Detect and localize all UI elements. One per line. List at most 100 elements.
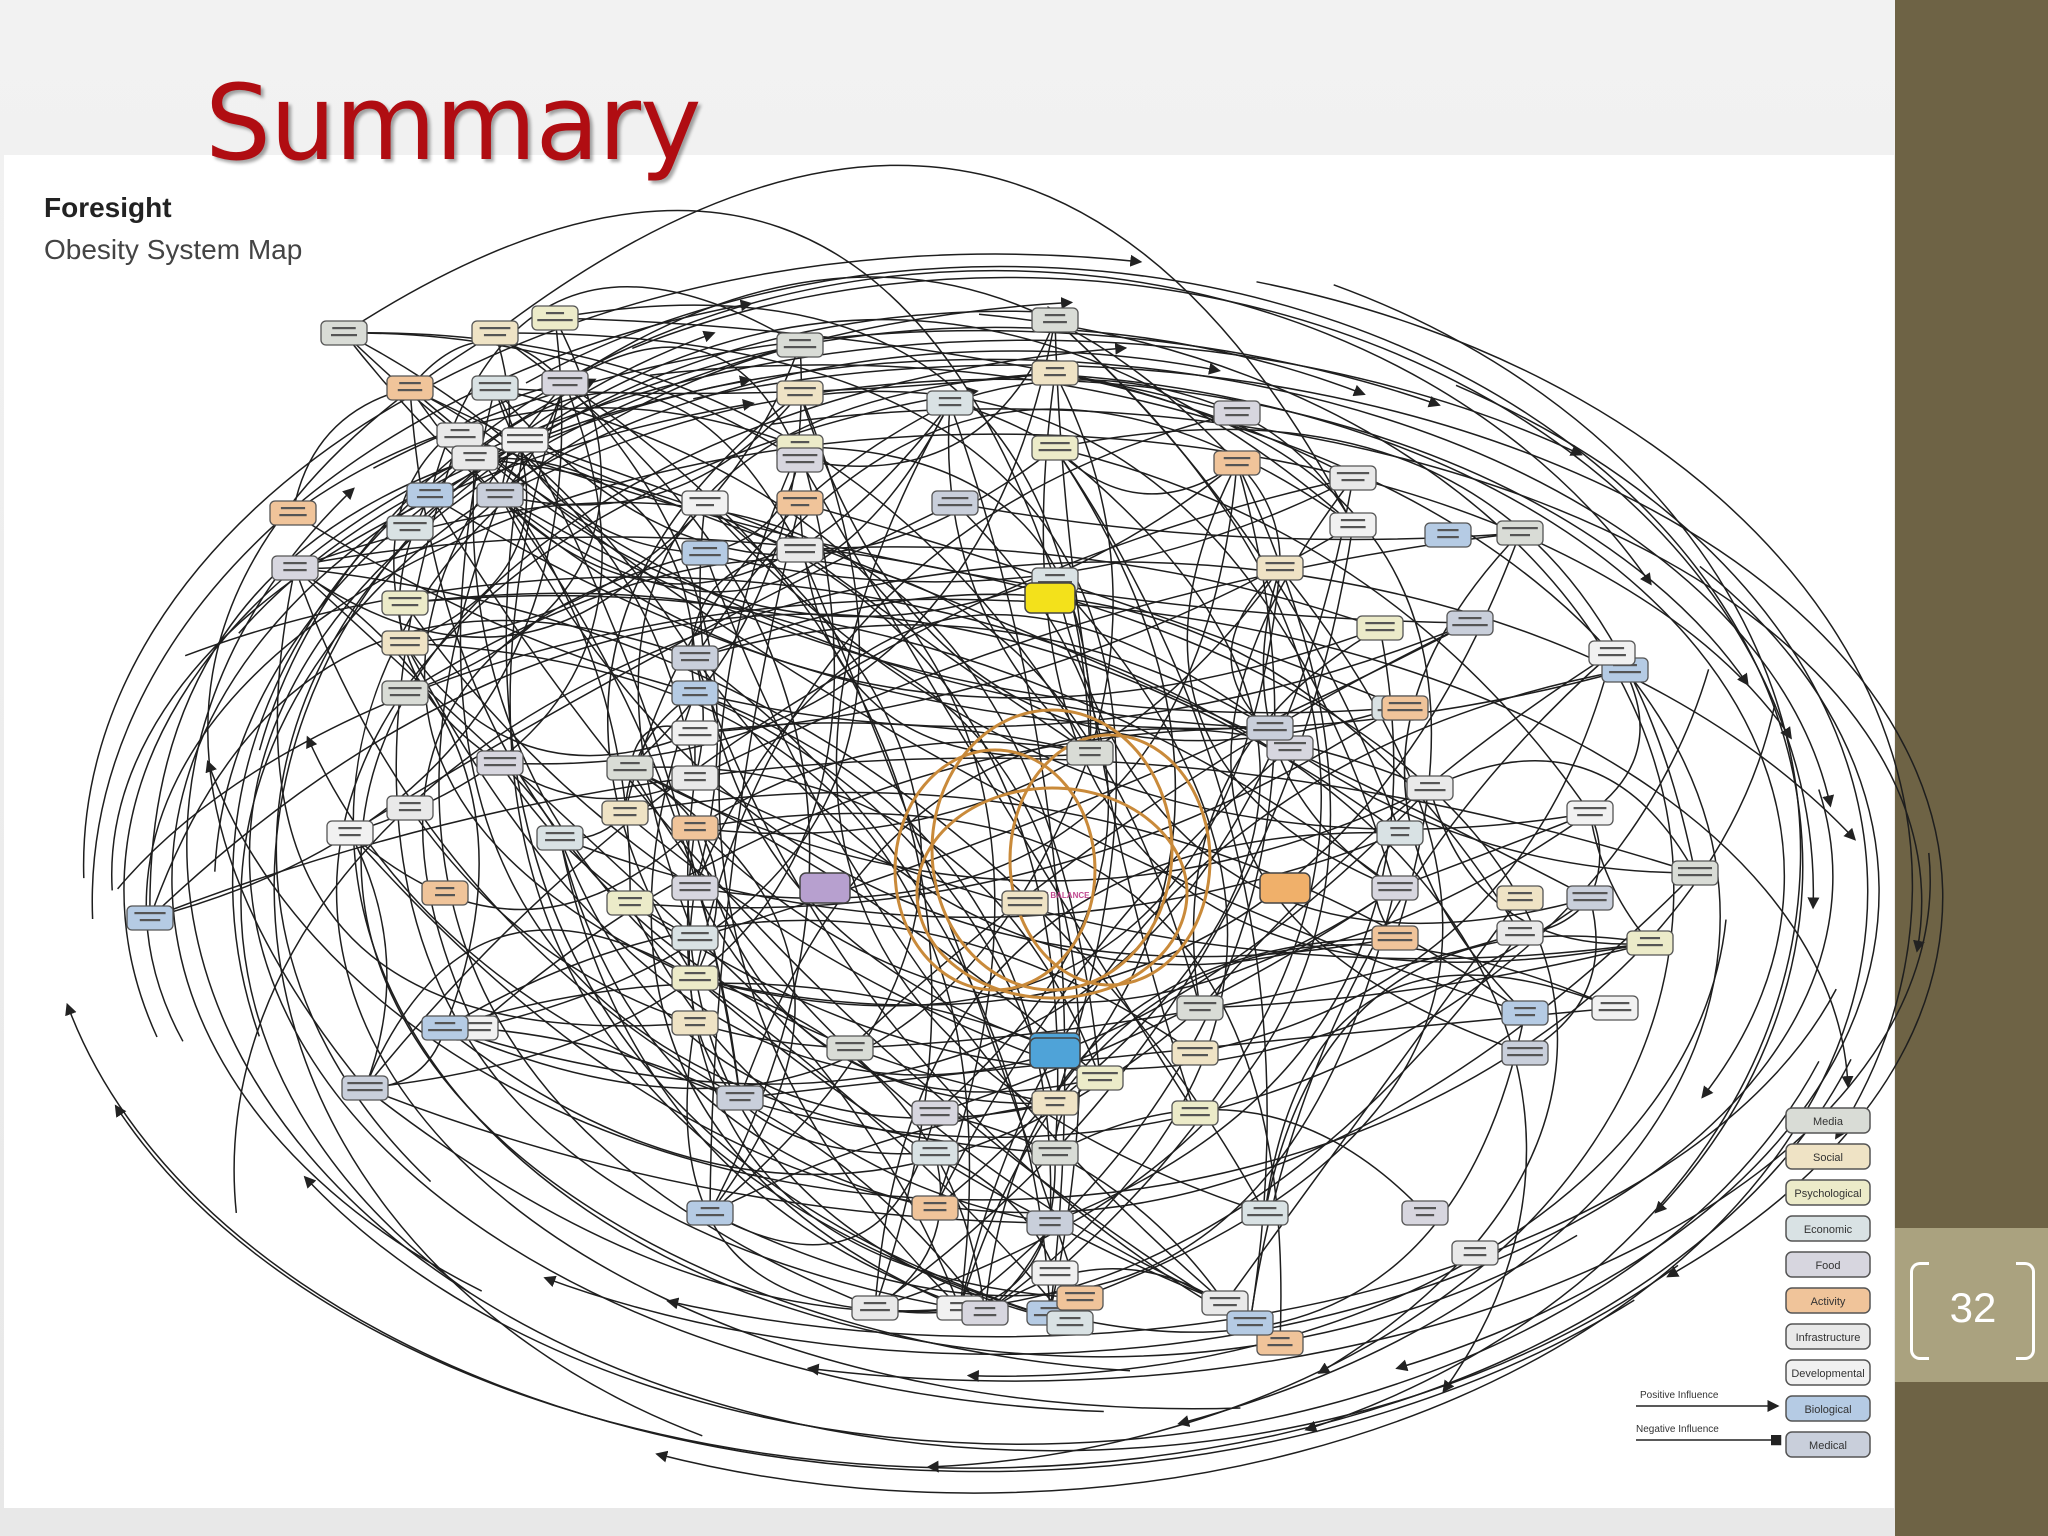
map-node-text: [1007, 904, 1043, 907]
map-node-text: [347, 1082, 383, 1085]
map-node: [531, 305, 579, 331]
map-node-text: [1087, 1079, 1113, 1082]
legend-label: Psychological: [1794, 1188, 1861, 1200]
map-node-text: [389, 694, 421, 697]
map-node-text: [1505, 934, 1535, 937]
map-node-text: [485, 489, 515, 492]
map-node-text: [416, 496, 444, 499]
map-node: [671, 680, 719, 706]
map-node: [671, 645, 719, 671]
map-node: [1176, 995, 1224, 1021]
map-node-text: [332, 327, 356, 330]
map-node: [421, 880, 469, 906]
map-node-text: [399, 802, 421, 805]
map-node-text: [1390, 827, 1410, 830]
map-node-text: [1573, 899, 1607, 902]
map-node-text: [1039, 1224, 1061, 1227]
legend-label: Media: [1813, 1116, 1844, 1128]
map-node-text: [1253, 729, 1287, 732]
map-node-text: [790, 504, 810, 507]
map-node-text: [1225, 464, 1249, 467]
map-node-text: [419, 489, 441, 492]
map-node-text: [1677, 874, 1713, 877]
map-node-text: [729, 1099, 751, 1102]
map-node-text: [434, 1022, 456, 1025]
map-node: [671, 965, 719, 991]
map-node: [911, 1140, 959, 1166]
map-node-text: [1066, 1299, 1094, 1302]
map-node: [326, 820, 374, 846]
map-node-text: [1056, 1324, 1084, 1327]
map-node: [601, 800, 649, 826]
map-node-text: [1180, 1114, 1210, 1117]
map-node: [686, 1200, 734, 1226]
map-node-text: [1237, 1324, 1263, 1327]
map-node: [476, 750, 524, 776]
map-node-text: [1225, 414, 1249, 417]
map-node: [476, 482, 524, 508]
map-node: [1451, 1240, 1499, 1266]
map-node: [436, 422, 484, 448]
map-node-text: [1265, 569, 1295, 572]
map-node: [386, 515, 434, 541]
map-node-text: [1378, 932, 1412, 935]
map-node: [776, 537, 824, 563]
map-node-text: [684, 779, 706, 782]
map-node: [1376, 820, 1424, 846]
map-node-text: [399, 382, 421, 385]
map-node-text: [397, 389, 423, 392]
map-node-text: [1274, 742, 1306, 745]
map-node-text: [347, 1089, 383, 1092]
map-node: [381, 680, 429, 706]
map-node-text: [1183, 1002, 1217, 1005]
map-node-text: [835, 1042, 865, 1045]
map-nodes: [126, 305, 1719, 1356]
map-node-text: [1508, 892, 1532, 895]
map-node-text: [1045, 367, 1065, 370]
map-node-text: [507, 434, 543, 437]
map-node: [541, 370, 589, 396]
map-node-text: [937, 504, 973, 507]
legend-swatch: [1785, 1107, 1871, 1134]
map-node-text: [1514, 1007, 1536, 1010]
map-node-text: [1639, 937, 1661, 940]
map-node-text: [279, 514, 307, 517]
map-node-text: [684, 829, 706, 832]
map-node: [606, 755, 654, 781]
map-node-text: [922, 1147, 948, 1150]
map-node-text: [1437, 529, 1459, 532]
map-node: [471, 375, 519, 401]
map-node-text: [950, 1302, 970, 1305]
map-node: [1031, 307, 1079, 333]
map-node-text: [537, 319, 573, 322]
map-node-text: [1609, 671, 1641, 674]
map-node: [1171, 1040, 1219, 1066]
map-node-text: [619, 904, 641, 907]
map-node-text: [1514, 1014, 1536, 1017]
page-number-bracket-left: [1910, 1262, 1929, 1360]
map-node-text: [1508, 927, 1532, 930]
map-node-text: [941, 497, 969, 500]
map-node-text: [1420, 782, 1440, 785]
map-node-text: [689, 497, 721, 500]
map-node-text: [684, 822, 706, 825]
map-node: [501, 427, 549, 453]
map-node: [1329, 465, 1377, 491]
map-node: [1588, 640, 1636, 666]
map-node: [931, 490, 979, 516]
map-node-text: [785, 551, 815, 554]
map-node: [269, 500, 317, 526]
legend-label: Biological: [1804, 1404, 1851, 1416]
map-node-text: [388, 597, 422, 600]
map-node-text: [1600, 1002, 1630, 1005]
map-node-text: [679, 882, 711, 885]
map-node-text: [784, 387, 816, 390]
map-node: [1066, 740, 1114, 766]
map-node-text: [860, 1309, 890, 1312]
map-node: [386, 375, 434, 401]
map-node: [1496, 520, 1544, 546]
map-node-text: [680, 659, 710, 662]
map-node-text: [863, 1302, 887, 1305]
map-node-text: [1388, 702, 1422, 705]
map-node-text: [457, 1022, 493, 1025]
